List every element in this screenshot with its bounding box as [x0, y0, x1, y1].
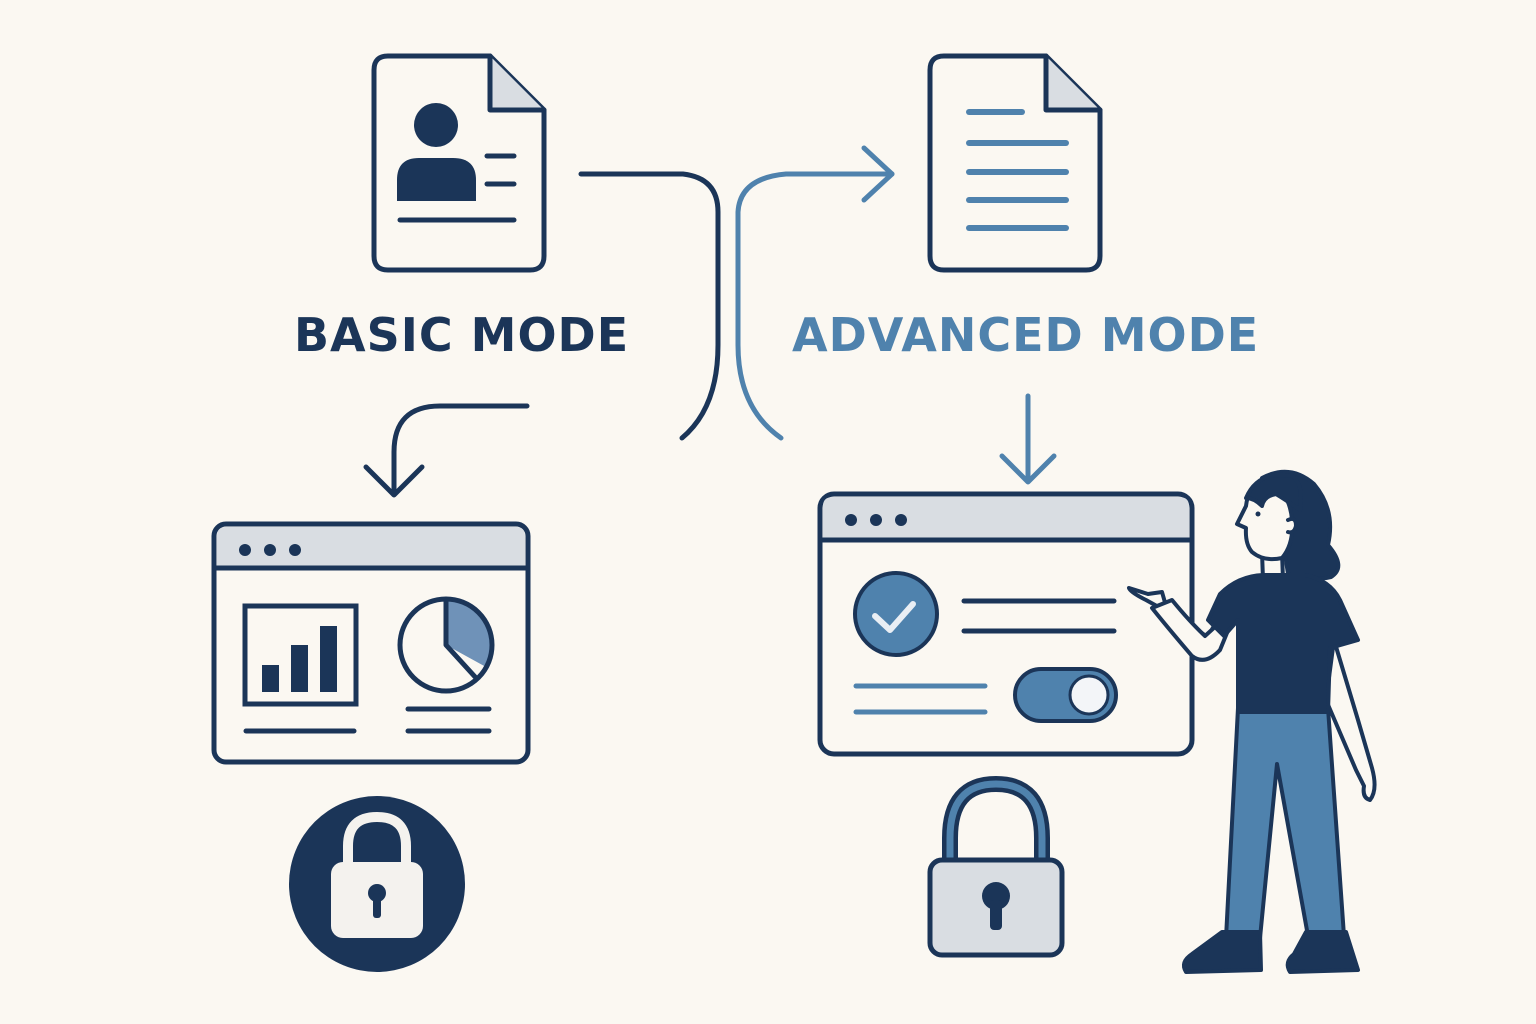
branch-connector	[578, 145, 895, 441]
check-circle-icon	[853, 571, 939, 657]
dashboard-window-icon	[211, 521, 531, 765]
unlocked-padlock-icon	[927, 775, 1065, 958]
text-document-icon	[927, 53, 1103, 273]
toggle-switch-icon	[1013, 667, 1118, 723]
pie-chart-icon	[397, 596, 495, 694]
profile-document-icon	[371, 53, 547, 273]
basic-down-arrow	[363, 403, 530, 498]
basic-mode-label: BASIC MODE	[294, 308, 630, 362]
settings-window-icon	[817, 491, 1195, 757]
advanced-down-arrow	[999, 393, 1057, 485]
person-pointing-figure	[1127, 469, 1377, 974]
bar-chart-icon	[242, 603, 359, 707]
advanced-mode-label: ADVANCED MODE	[792, 308, 1260, 362]
locked-padlock-icon	[289, 796, 465, 972]
